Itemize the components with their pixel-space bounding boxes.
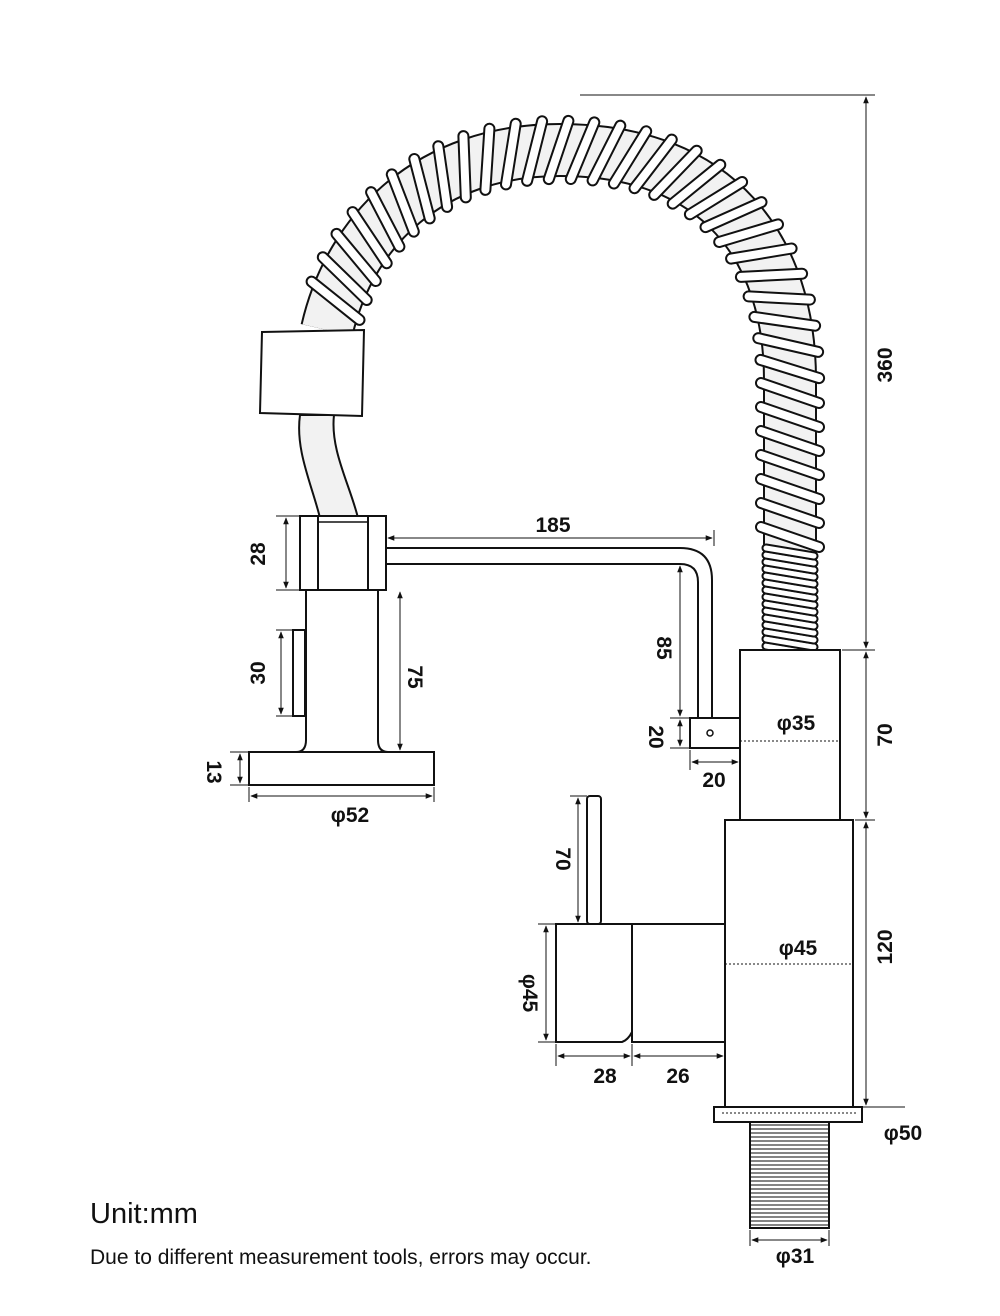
coil-fill (763, 559, 817, 573)
coil-fill (523, 117, 547, 185)
dim-holder-base-height: 13 (202, 760, 225, 783)
hose-coils (305, 114, 826, 659)
coil-fill (744, 292, 814, 304)
coil-fill (715, 220, 782, 246)
coil-fill (348, 208, 391, 268)
upper-body (739, 649, 841, 821)
coil-fill (763, 629, 817, 643)
dim-arm-end-width: 20 (702, 769, 725, 792)
dim-holder-column-height: 75 (403, 665, 426, 689)
coil-fill (756, 355, 824, 383)
coil-fill (754, 334, 823, 356)
handle-knob (555, 923, 633, 1043)
coil-fill (757, 403, 823, 431)
coil-fill (763, 594, 817, 608)
dim-holder-base-diameter: φ52 (331, 804, 369, 827)
coil-fill (763, 615, 817, 629)
coil-fill (685, 178, 747, 219)
coil-fill (763, 573, 817, 587)
spray-holder (248, 515, 435, 786)
spring-hose (300, 114, 826, 659)
dim-arm-length: 185 (535, 514, 570, 537)
coil-fill (763, 622, 817, 636)
coil-fill (763, 608, 817, 622)
dimension-lines (230, 94, 905, 1246)
handle-stem (631, 923, 726, 1043)
coil-fill (367, 188, 404, 251)
dim-handle-length-b: 26 (666, 1065, 689, 1088)
dim-holder-cap-height: 28 (247, 542, 270, 566)
coil-fill (668, 160, 725, 208)
dim-handle-length-a: 28 (593, 1065, 617, 1088)
dim-holder-button-height: 30 (247, 661, 270, 684)
coil-fill (757, 379, 823, 407)
lever (586, 795, 602, 925)
dim-arm-drop: 85 (652, 636, 675, 660)
coil-fill (332, 229, 380, 285)
coil-fill (502, 119, 520, 189)
flange (713, 1106, 863, 1123)
coil-fill (763, 601, 817, 615)
coil-fill (763, 566, 817, 580)
coil-fill (630, 135, 676, 193)
dim-flange-diameter: φ50 (884, 1122, 922, 1145)
holder-cap (299, 515, 387, 591)
dim-spray-height: 360 (874, 347, 897, 382)
coil-fill (318, 253, 371, 304)
holder-column (295, 590, 389, 753)
coil-fill (566, 118, 599, 183)
coil-fill (410, 155, 434, 223)
coil-fill (763, 587, 817, 601)
spray-head-grip (258, 328, 366, 418)
dim-shank-diameter: φ31 (776, 1245, 815, 1268)
dim-body-height: 120 (874, 929, 897, 964)
dim-handle-diameter: φ45 (518, 974, 541, 1013)
coil-fill (727, 244, 796, 263)
coil-fill (387, 170, 418, 236)
coil-fill (307, 277, 364, 324)
faucet-body (555, 649, 863, 1229)
dim-lever-height: 70 (551, 847, 574, 870)
coil-fill (757, 499, 823, 527)
coil-fill (757, 451, 823, 479)
dim-body-diameter: φ45 (779, 937, 818, 960)
coil-fill (650, 146, 701, 199)
spray-hose-lower (298, 414, 360, 519)
coil-fill (750, 312, 820, 330)
arm-end-hole (706, 729, 714, 737)
coil-fill (736, 269, 807, 281)
coil-fill (459, 132, 470, 202)
coil-fill (763, 580, 817, 594)
coil-fill (757, 427, 823, 455)
coil-fill (763, 552, 817, 566)
coil-fill (763, 545, 817, 559)
swivel-arm (386, 547, 713, 720)
coil-fill (588, 121, 625, 185)
dim-upper-body-diameter: φ35 (777, 712, 816, 735)
coil-fill (763, 636, 817, 650)
threaded-shank (749, 1121, 830, 1229)
dim-upper-body-height: 70 (874, 723, 897, 746)
unit-note: Unit:mm (90, 1198, 198, 1230)
holder-base (248, 751, 435, 786)
coil-fill (757, 475, 823, 503)
coil-fill (481, 124, 494, 194)
coil-fill (757, 523, 823, 551)
dim-arm-end-height: 20 (644, 725, 667, 748)
arm-end-block (689, 717, 741, 749)
coil-fill (544, 116, 573, 184)
disclaimer-note: Due to different measurement tools, erro… (90, 1246, 592, 1269)
coil-fill (701, 198, 766, 232)
coil-fill (609, 127, 651, 188)
holder-button (292, 629, 306, 717)
coil-fill (434, 142, 452, 211)
